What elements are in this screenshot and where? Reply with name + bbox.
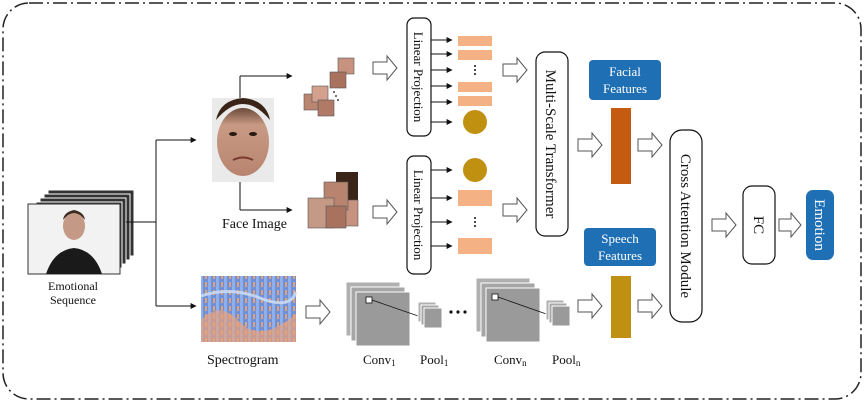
hollow-arrow-patches-bottom bbox=[372, 198, 398, 226]
large-face-patches bbox=[307, 172, 359, 229]
hollow-arrow-cross-fc bbox=[711, 211, 737, 239]
face-to-patches-connectors bbox=[239, 73, 293, 213]
hollow-arrow-spectrogram-conv bbox=[305, 298, 331, 326]
linear-projection-top-box bbox=[406, 17, 432, 137]
bottom-token-arrows bbox=[431, 167, 453, 249]
fc-box bbox=[742, 185, 776, 265]
bottom-tokens bbox=[458, 158, 492, 254]
linear-projection-top-label: Linear Projection bbox=[411, 32, 426, 123]
speech-features-label-2: Features bbox=[598, 248, 642, 263]
token bbox=[458, 82, 492, 92]
pool1-label: Pool1 bbox=[420, 352, 448, 368]
hollow-arrow-pool-speech bbox=[577, 292, 603, 320]
face-image bbox=[212, 98, 274, 182]
emotional-sequence-stack bbox=[27, 189, 135, 275]
hollow-arrow-speech-cross bbox=[637, 292, 663, 320]
conv1-label: Conv1 bbox=[363, 352, 396, 368]
token bbox=[458, 50, 492, 60]
convn-label: Convn bbox=[494, 352, 527, 368]
fc-label: FC bbox=[750, 216, 766, 234]
cls-token bbox=[463, 110, 487, 134]
pooln-block bbox=[545, 299, 571, 327]
cross-attention-module-box bbox=[669, 129, 703, 323]
sequence-frame-image bbox=[27, 203, 121, 275]
emotion-label: Emotion bbox=[811, 199, 827, 251]
multi-scale-transformer-box bbox=[535, 51, 569, 237]
linear-projection-bottom-box bbox=[406, 155, 432, 275]
emotion-badge bbox=[806, 190, 834, 260]
convn-block bbox=[475, 277, 553, 343]
spectrogram-label: Spectrogram bbox=[207, 353, 279, 368]
token bbox=[458, 238, 492, 254]
emotional-sequence-label-1: Emotional bbox=[48, 279, 99, 293]
hollow-arrow-fc-emotion bbox=[778, 211, 802, 239]
pooln-label: Pooln bbox=[552, 352, 581, 368]
sequence-branch-connectors bbox=[126, 137, 197, 309]
token bbox=[458, 96, 492, 106]
linear-projection-bottom-label: Linear Projection bbox=[411, 170, 426, 261]
cross-attention-module-label: Cross Attention Module bbox=[677, 154, 693, 299]
multi-scale-transformer-label: Multi-Scale Transformer bbox=[542, 70, 558, 219]
emotional-sequence-label-2: Sequence bbox=[50, 293, 96, 307]
spectrogram-image bbox=[200, 276, 298, 342]
facial-features-badge bbox=[589, 60, 661, 100]
top-tokens bbox=[458, 36, 492, 134]
hollow-arrow-transformer-facial bbox=[577, 131, 603, 159]
small-face-patches bbox=[303, 57, 355, 117]
hollow-arrow-tokens-bottom bbox=[502, 196, 528, 224]
speech-feature-bar bbox=[611, 276, 631, 338]
facial-features-label-2: Features bbox=[603, 81, 647, 96]
token bbox=[458, 36, 492, 46]
conv1-block bbox=[345, 281, 425, 347]
cls-token bbox=[463, 158, 487, 182]
hollow-arrow-patches-top bbox=[372, 54, 398, 82]
facial-feature-bar bbox=[611, 108, 631, 184]
facial-features-label-1: Facial bbox=[609, 64, 641, 79]
speech-features-label-1: Speech bbox=[601, 231, 639, 246]
token bbox=[458, 190, 492, 206]
hollow-arrow-facial-cross bbox=[637, 131, 663, 159]
top-token-arrows bbox=[431, 37, 453, 125]
hollow-arrow-tokens-top bbox=[502, 56, 528, 84]
layer-ellipsis bbox=[449, 310, 467, 314]
pool1-block bbox=[417, 301, 443, 329]
face-image-label: Face Image bbox=[222, 217, 287, 232]
speech-features-badge bbox=[584, 228, 656, 266]
